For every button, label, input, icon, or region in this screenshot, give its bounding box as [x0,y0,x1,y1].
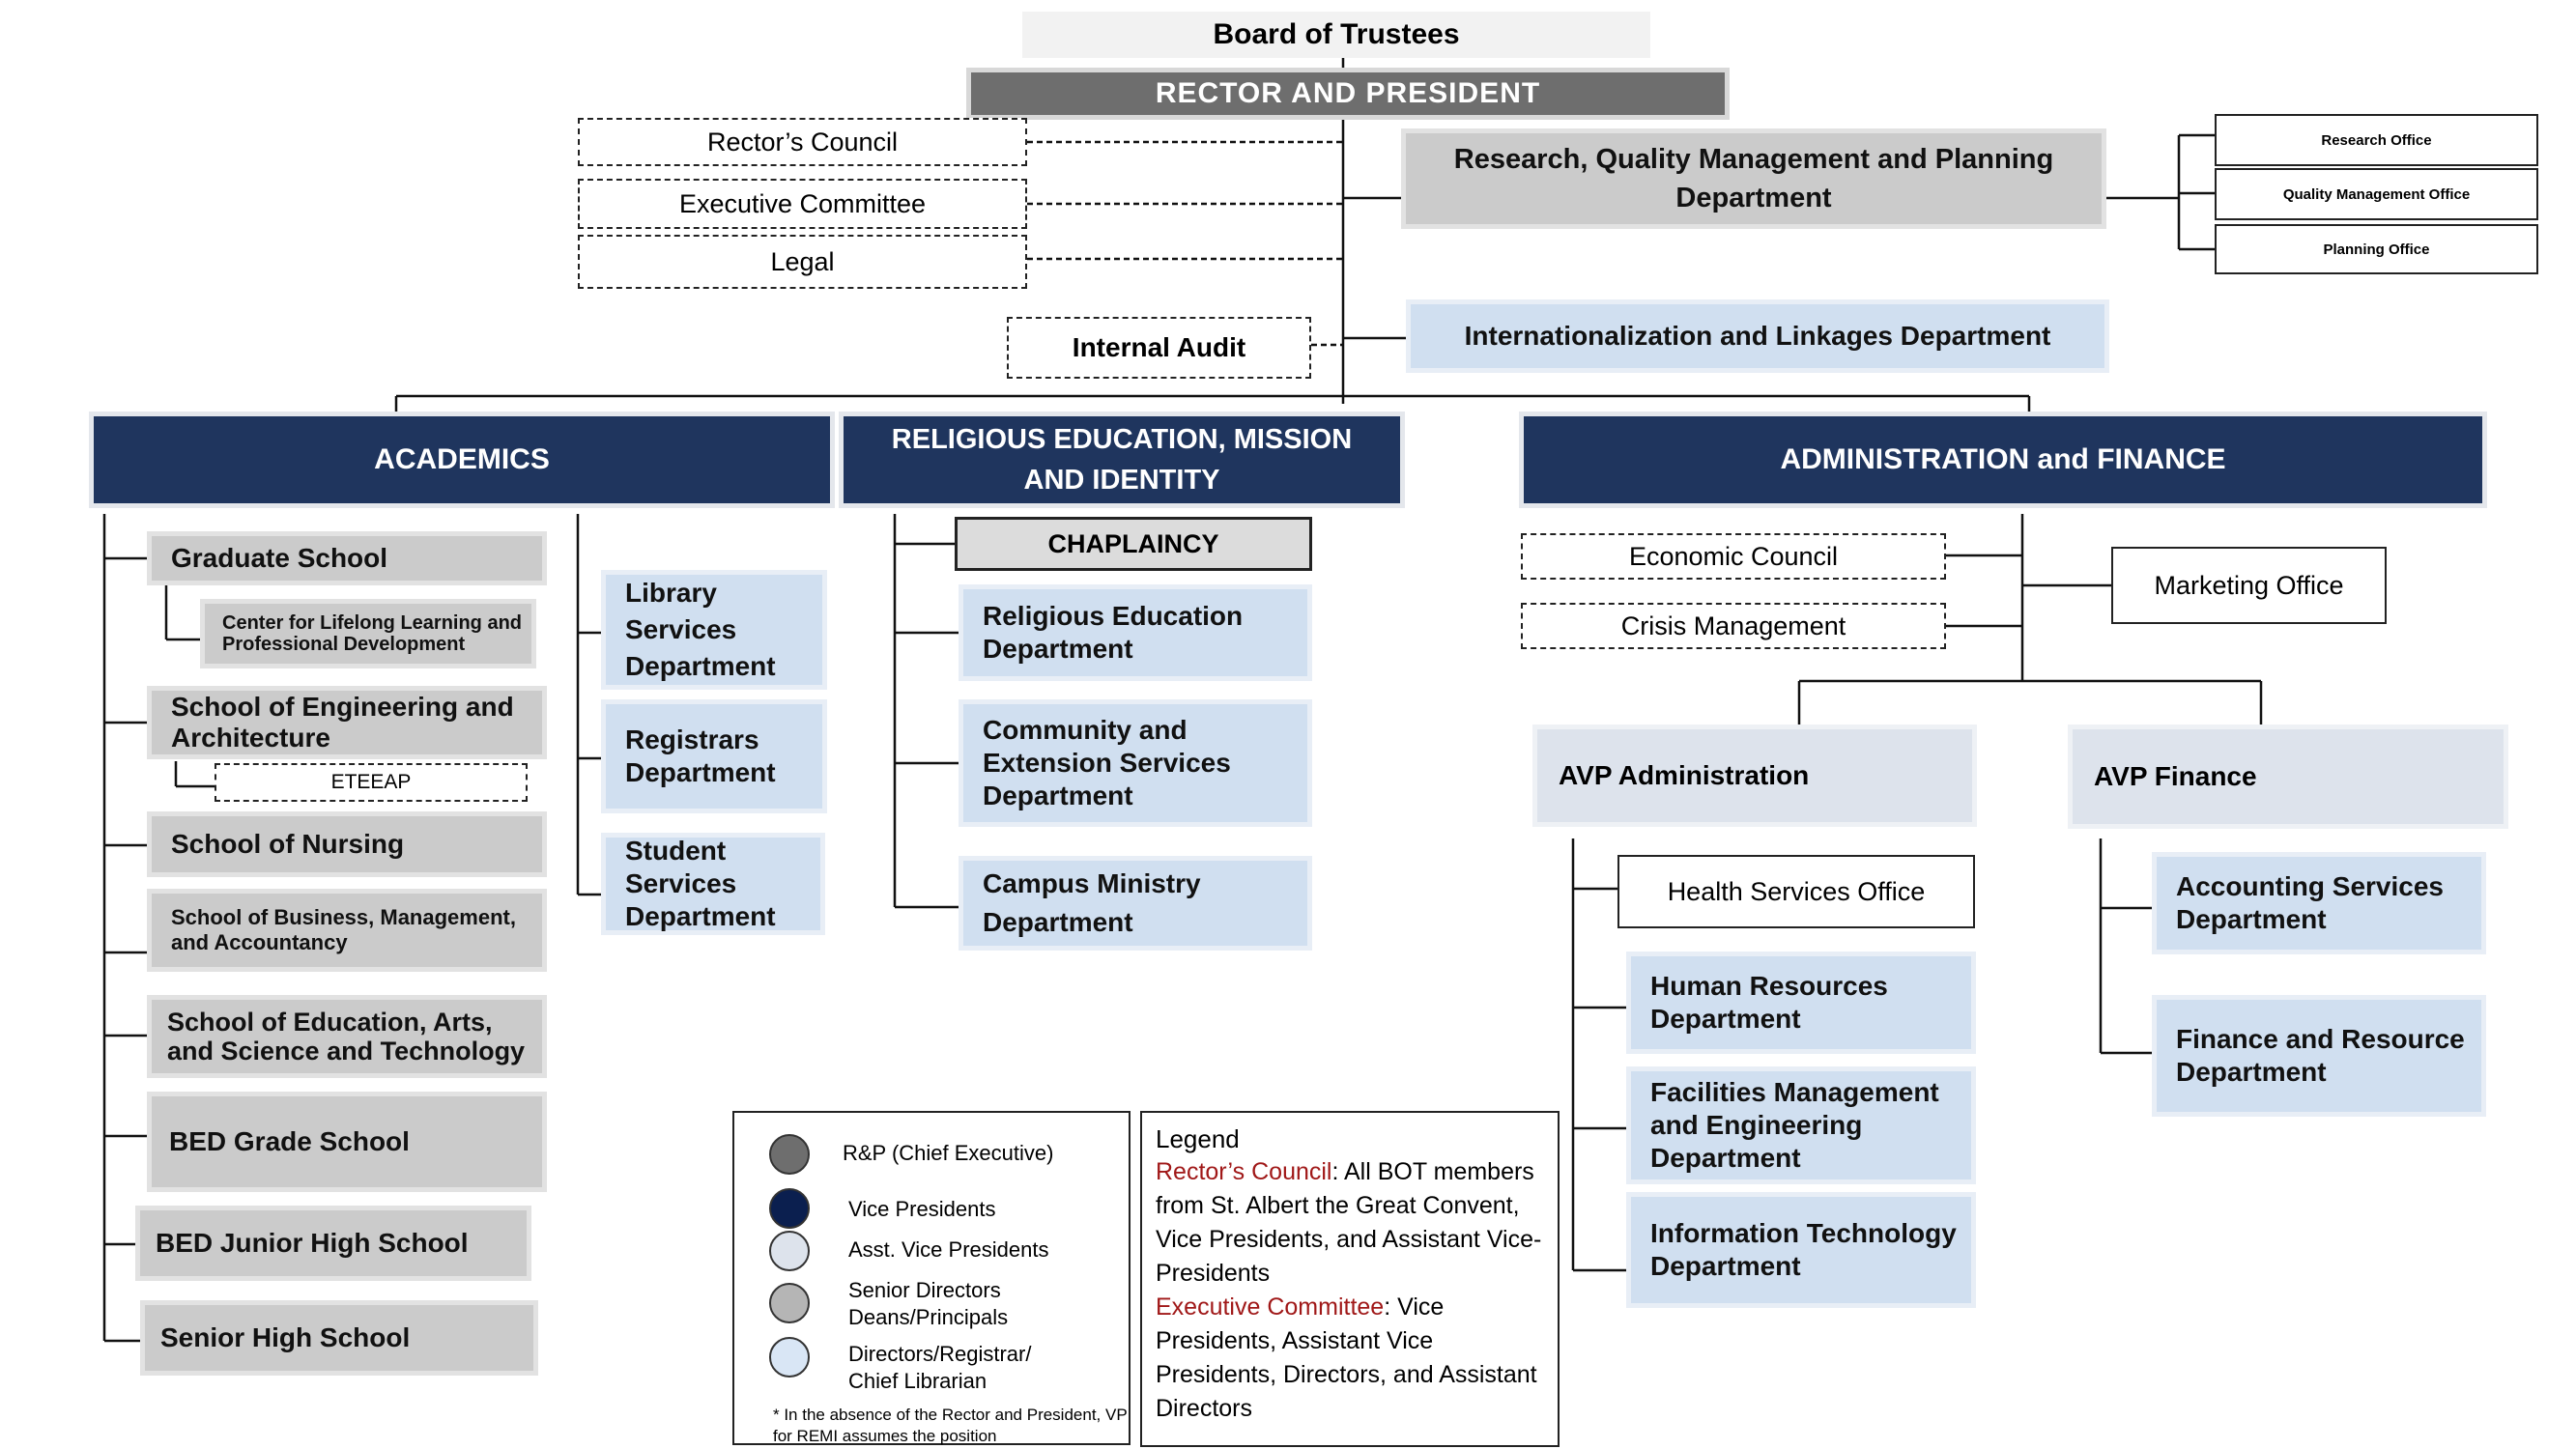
library-services-department: Library Services Department [601,570,827,690]
economic-council: Economic Council [1521,533,1946,580]
bed-junior-high-school: BED Junior High School [135,1206,531,1281]
marketing-office: Marketing Office [2111,547,2387,624]
color-key-footnote: * In the absence of the Rector and Presi… [773,1406,1128,1445]
school-engineering-architecture: School of Engineering and Architecture [147,686,547,759]
avp-administration: AVP Administration [1532,724,1977,827]
executive-committee: Executive Committee [578,179,1027,229]
eteeap: ETEEAP [215,763,528,802]
directors-swatch [769,1337,810,1378]
bed-grade-school: BED Grade School [147,1092,547,1192]
campus-ministry-department: Campus Ministry Department [959,856,1312,951]
directors-label: Directors/Registrar/ Chief Librarian [848,1342,1032,1393]
chief-executive-swatch [769,1134,810,1175]
legend-box: Legend Rector’s Council: All BOT members… [1140,1111,1560,1447]
legend-rc-desc: : All BOT members from St. Albert the Gr… [1156,1158,1542,1287]
academics-header: ACADEMICS [89,412,835,508]
school-business-management-accountancy: School of Business, Management, and Acco… [147,889,547,972]
facilities-management-engineering-department: Facilities Management and Engineering De… [1626,1066,1976,1184]
board-of-trustees: Board of Trustees [1022,12,1650,58]
rectors-council: Rector’s Council [578,118,1027,166]
legend-executive-committee: Executive Committee: Vice Presidents, As… [1156,1291,1544,1426]
rector-and-president: RECTOR AND PRESIDENT [966,68,1730,120]
chaplaincy: CHAPLAINCY [955,517,1312,571]
legend-ec-desc: : Vice Presidents, Assistant Vice Presid… [1156,1293,1537,1422]
planning-office: Planning Office [2215,224,2538,274]
admin-finance-header: ADMINISTRATION and FINANCE [1519,412,2487,508]
accounting-services-department: Accounting Services Department [2152,852,2486,954]
crisis-management: Crisis Management [1521,603,1946,649]
legal-office: Legal [578,235,1027,289]
human-resources-department: Human Resources Department [1626,952,1976,1054]
senior-directors-label: Senior Directors Deans/Principals [848,1278,1009,1329]
information-technology-department: Information Technology Department [1626,1192,1976,1308]
senior-directors-swatch [769,1283,810,1323]
quality-management-office: Quality Management Office [2215,168,2538,220]
graduate-school: Graduate School [147,531,547,585]
legend-title: Legend [1156,1124,1240,1153]
remi-header: RELIGIOUS EDUCATION, MISSION AND IDENTIT… [839,412,1405,508]
community-extension-services-department: Community and Extension Services Departm… [959,699,1312,827]
avp-label: Asst. Vice Presidents [848,1237,1049,1262]
research-office: Research Office [2215,114,2538,166]
religious-education-department: Religious Education Department [959,584,1312,681]
school-of-nursing: School of Nursing [147,811,547,877]
internal-audit: Internal Audit [1007,317,1311,379]
vice-president-swatch [769,1188,810,1229]
senior-high-school: Senior High School [140,1300,538,1376]
health-services-office: Health Services Office [1617,855,1975,928]
registrars-department: Registrars Department [601,699,827,813]
center-lifelong-learning: Center for Lifelong Learning and Profess… [200,599,536,668]
legend-rectors-council: Rector’s Council: All BOT members from S… [1156,1155,1544,1291]
avp-finance: AVP Finance [2068,724,2508,829]
internationalization-linkages-department: Internationalization and Linkages Depart… [1406,299,2109,373]
chief-executive-label: R&P (Chief Executive) [843,1141,1054,1165]
legend-rc-term: Rector’s Council [1156,1158,1332,1185]
avp-swatch [769,1231,810,1271]
legend-ec-term: Executive Committee [1156,1293,1385,1321]
color-key: R&P (Chief Executive) Vice Presidents As… [732,1111,1131,1445]
finance-resource-department: Finance and Resource Department [2152,995,2486,1117]
rqmp-department: Research, Quality Management and Plannin… [1401,128,2106,229]
school-education-arts-science-technology: School of Education, Arts, and Science a… [147,995,547,1078]
student-services-department: Student Services Department [601,833,825,935]
vice-president-label: Vice Presidents [848,1197,996,1221]
